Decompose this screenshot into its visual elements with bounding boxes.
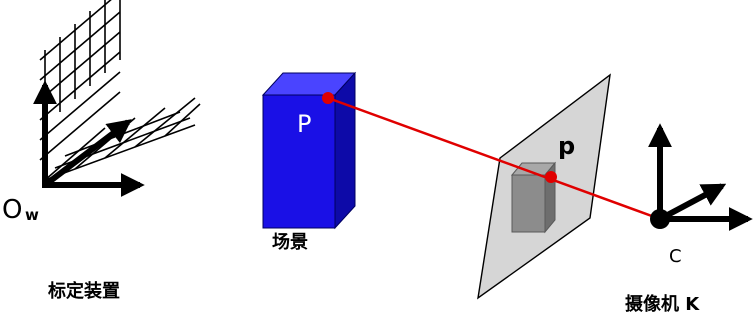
point-3d-marker bbox=[322, 92, 334, 104]
scene-cuboid bbox=[261, 71, 357, 230]
point-2d-label: p bbox=[558, 132, 575, 160]
world-origin-label: O bbox=[2, 195, 22, 225]
scene-label: 场景 bbox=[272, 232, 308, 253]
world-axes bbox=[33, 80, 145, 197]
calibration-grid bbox=[39, 0, 201, 181]
camera-label: 摄像机 K bbox=[625, 293, 700, 315]
point-3d-label: P bbox=[297, 110, 311, 138]
world-origin-subscript: w bbox=[25, 206, 39, 224]
projection-ray bbox=[327, 96, 661, 221]
cuboid-side-face bbox=[334, 71, 356, 230]
point-2d-marker bbox=[545, 171, 557, 183]
camera-center-marker bbox=[650, 209, 670, 229]
camera-center-label: C bbox=[669, 246, 682, 267]
camera-axes bbox=[648, 123, 753, 231]
calibration-device-label: 标定装置 bbox=[47, 280, 120, 302]
